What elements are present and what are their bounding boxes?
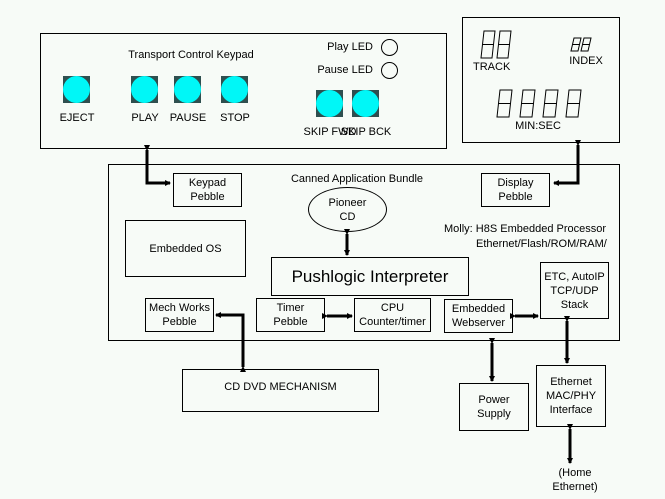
play-led-label: Play LED	[327, 41, 373, 53]
skip-bck-label: SKIP BCK	[340, 126, 392, 138]
play-label: PLAY	[131, 112, 159, 124]
seven-segment-digits	[480, 30, 592, 118]
embedded-os: Embedded OS	[125, 220, 246, 277]
home-ethernet-label: (Home Ethernet)	[552, 467, 598, 493]
time-digit-3	[542, 89, 559, 118]
display-panel: TRACK INDEX MIN:SEC	[462, 17, 620, 143]
skip-bck-button[interactable]	[352, 90, 379, 117]
processor-line-2: Ethernet/Flash/ROM/RAM/	[476, 238, 607, 250]
play-led	[381, 39, 398, 56]
tcp-udp-stack: ETC, AutoIP TCP/UDP Stack	[540, 262, 609, 319]
pause-led-label: Pause LED	[317, 64, 373, 76]
stop-button[interactable]	[221, 76, 248, 103]
stop-label: STOP	[220, 112, 250, 124]
power-supply: Power Supply	[459, 383, 529, 431]
pause-led	[381, 62, 398, 79]
skip-fwd-button-cap	[316, 90, 343, 117]
time-digit-1	[496, 89, 513, 118]
cpu-counter-timer: CPU Counter/timer	[354, 298, 431, 332]
skip-bck-button-cap	[352, 90, 379, 117]
cd-dvd-mechanism: CD DVD MECHANISM	[182, 369, 379, 412]
track-digit-1	[480, 30, 496, 59]
keypad-title: Transport Control Keypad	[128, 49, 254, 61]
pause-label: PAUSE	[169, 112, 207, 124]
pause-button-cap	[174, 76, 201, 103]
pushlogic-interpreter: Pushlogic Interpreter	[271, 257, 469, 296]
bundle-title: Canned Application Bundle	[290, 173, 424, 185]
track-digit-2	[496, 30, 512, 59]
index-label: INDEX	[569, 55, 603, 67]
display-pebble: Display Pebble	[481, 173, 550, 207]
ethernet-mac-phy-interface: Ethernet MAC/PHY Interface	[536, 365, 606, 427]
eject-button-cap	[63, 76, 90, 103]
min-sec-label: MIN:SEC	[515, 120, 561, 132]
transport-control-keypad-panel: Transport Control Keypad EJECT PLAY PAUS…	[40, 33, 447, 149]
play-button-cap	[131, 76, 158, 103]
eject-button[interactable]	[63, 76, 90, 103]
play-button[interactable]	[131, 76, 158, 103]
skip-fwd-button[interactable]	[316, 90, 343, 117]
time-digit-2	[519, 89, 536, 118]
embedded-webserver: Embedded Webserver	[444, 299, 513, 333]
eject-label: EJECT	[59, 112, 95, 124]
pause-button[interactable]	[174, 76, 201, 103]
track-label: TRACK	[473, 61, 511, 73]
index-digit-1	[570, 37, 582, 52]
processor-line-1: Molly: H8S Embedded Processor	[444, 223, 607, 235]
stop-button-cap	[221, 76, 248, 103]
pioneer-cd-bubble: Pioneer CD	[308, 187, 387, 232]
timer-pebble: Timer Pebble	[256, 298, 325, 332]
keypad-pebble: Keypad Pebble	[173, 173, 242, 207]
mech-works-pebble: Mech Works Pebble	[145, 298, 214, 332]
skip-fwd-label: SKIP FWD	[303, 126, 357, 138]
index-digit-2	[580, 37, 592, 52]
time-digit-4	[565, 89, 582, 118]
